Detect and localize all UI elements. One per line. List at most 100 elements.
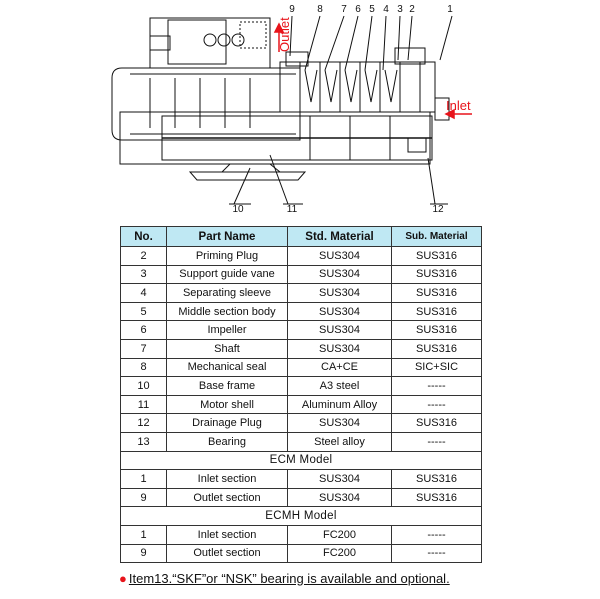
row-no: 1 <box>120 469 167 489</box>
section-title: ECMH Model <box>120 506 482 526</box>
row-part-name: Separating sleeve <box>166 283 288 303</box>
callout-number: 4 <box>383 4 389 15</box>
row-std-material: FC200 <box>287 543 392 564</box>
table-header-row: No. Part Name Std. Material Sub. Materia… <box>120 226 482 247</box>
row-sub-material: SUS316 <box>391 246 482 266</box>
row-sub-material: ----- <box>391 524 482 545</box>
row-part-name: Shaft <box>166 338 288 359</box>
row-no: 1 <box>120 524 167 545</box>
row-no: 12 <box>120 413 167 433</box>
row-no: 13 <box>120 431 167 452</box>
row-std-material: SUS304 <box>287 301 392 322</box>
header-part-name: Part Name <box>166 226 288 247</box>
row-no: 6 <box>120 320 167 340</box>
row-sub-material: SIC+SIC <box>391 357 482 378</box>
row-std-material: Steel alloy <box>287 431 392 452</box>
callout-number: 9 <box>289 4 295 15</box>
footnote-text: Item13.“SKF”or “NSK” bearing is availabl… <box>128 571 450 586</box>
row-sub-material: SUS316 <box>391 338 482 359</box>
row-sub-material: SUS316 <box>391 283 482 303</box>
row-no: 10 <box>120 376 167 396</box>
row-part-name: Motor shell <box>166 394 288 415</box>
pump-body <box>279 61 436 113</box>
row-part-name: Inlet section <box>166 469 288 489</box>
row-sub-material: ----- <box>391 431 482 452</box>
row-part-name: Bearing <box>166 431 288 452</box>
row-part-name: Impeller <box>166 320 288 340</box>
row-std-material: SUS304 <box>287 469 392 489</box>
row-std-material: SUS304 <box>287 264 392 285</box>
section-title: ECM Model <box>120 450 482 471</box>
row-no: 11 <box>120 394 167 415</box>
row-std-material: SUS304 <box>287 338 392 359</box>
row-no: 4 <box>120 283 167 303</box>
callout-number: 10 <box>232 204 244 215</box>
row-no: 3 <box>120 264 167 285</box>
row-sub-material: SUS316 <box>391 469 482 489</box>
row-part-name: Mechanical seal <box>166 357 288 378</box>
row-no: 8 <box>120 357 167 378</box>
callout-number: 5 <box>369 4 375 15</box>
row-part-name: Drainage Plug <box>166 413 288 433</box>
base-frame <box>188 171 307 181</box>
row-std-material: SUS304 <box>287 320 392 340</box>
section-row-ecm: ECM Model <box>120 450 482 471</box>
row-std-material: SUS304 <box>287 246 392 266</box>
row-part-name: Base frame <box>166 376 288 396</box>
callout-number: 11 <box>287 204 298 215</box>
section-row-ecmh: ECMH Model <box>120 506 482 526</box>
header-sub-material: Sub. Material <box>391 226 482 247</box>
row-std-material: Aluminum Alloy <box>287 394 392 415</box>
row-sub-material: SUS316 <box>391 264 482 285</box>
bearing-footnote: ●Item13.“SKF”or “NSK” bearing is availab… <box>119 571 450 586</box>
callout-number: 8 <box>317 4 323 15</box>
inlet-flange <box>434 97 450 121</box>
materials-table: No. Part Name Std. Material Sub. Materia… <box>120 226 482 564</box>
row-no: 2 <box>120 246 167 266</box>
row-sub-material: SUS316 <box>391 487 482 508</box>
row-part-name: Outlet section <box>166 543 288 564</box>
row-sub-material: SUS316 <box>391 301 482 322</box>
row-sub-material: ----- <box>391 394 482 415</box>
header-no: No. <box>120 226 167 247</box>
callout-number: 6 <box>355 4 361 15</box>
row-std-material: A3 steel <box>287 376 392 396</box>
row-no: 7 <box>120 338 167 359</box>
row-std-material: SUS304 <box>287 487 392 508</box>
row-part-name: Inlet section <box>166 524 288 545</box>
row-sub-material: ----- <box>391 543 482 564</box>
row-no: 5 <box>120 301 167 322</box>
row-part-name: Support guide vane <box>166 264 288 285</box>
row-sub-material: SUS316 <box>391 320 482 340</box>
callout-number: 3 <box>397 4 403 15</box>
row-part-name: Outlet section <box>166 487 288 508</box>
outlet-label: Outlet <box>277 17 292 52</box>
callout-number: 2 <box>409 4 415 15</box>
header-std-material: Std. Material <box>287 226 392 247</box>
callout-number: 12 <box>432 204 444 215</box>
callout-number: 7 <box>341 4 347 15</box>
row-no: 9 <box>120 543 167 564</box>
bullet-icon: ● <box>119 571 127 586</box>
inlet-label: Inlet <box>446 98 471 113</box>
row-sub-material: ----- <box>391 376 482 396</box>
callout-number: 1 <box>447 4 453 15</box>
row-std-material: SUS304 <box>287 413 392 433</box>
row-part-name: Priming Plug <box>166 246 288 266</box>
